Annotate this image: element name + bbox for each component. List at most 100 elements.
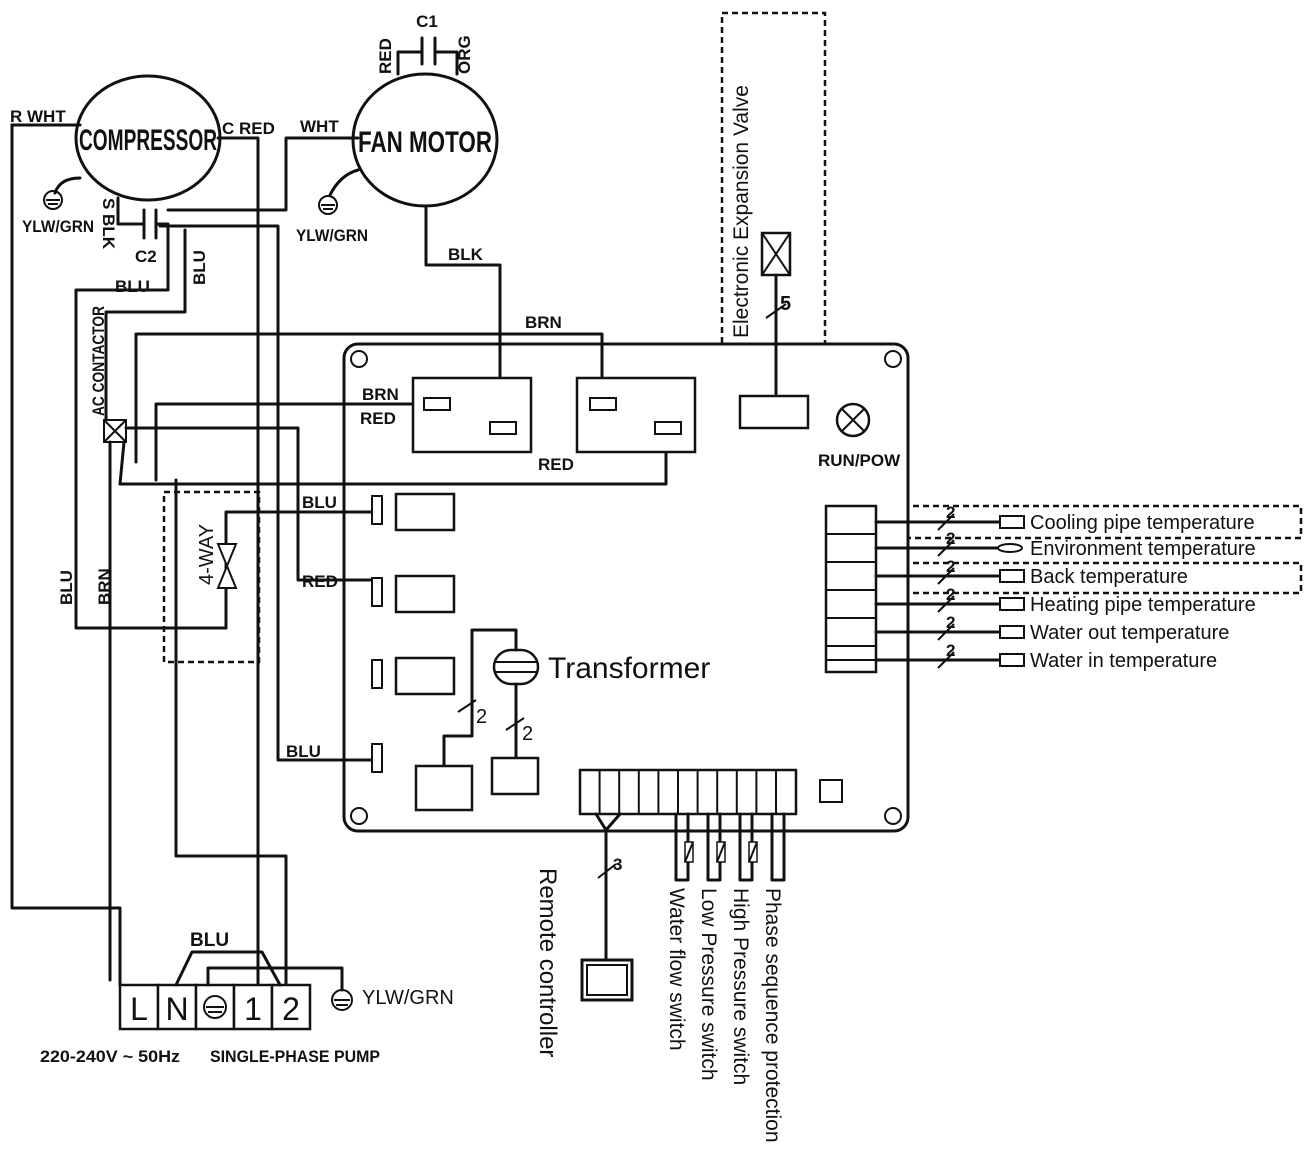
board-mount-hole <box>884 350 902 368</box>
terminal-2-label: 2 <box>282 991 300 1027</box>
brn-left-label: BRN <box>95 568 114 605</box>
ylw-grn-pump-label: YLW/GRN <box>362 987 454 1009</box>
blu-vert-label: BLU <box>190 250 209 285</box>
c-red-label: C RED <box>222 119 275 138</box>
pump-label: SINGLE-PHASE PUMP <box>210 1047 380 1066</box>
sensor-label: Environment temperature <box>1030 538 1256 560</box>
blu-relay4-label: BLU <box>286 742 321 761</box>
sensor-label: Back temperature <box>1030 566 1188 588</box>
ylw-grn-fan-label: YLW/GRN <box>296 226 368 245</box>
connector <box>423 397 451 411</box>
remote-label: Remote controller <box>534 868 561 1057</box>
ground-icon <box>203 995 227 1019</box>
board-mount-hole <box>350 807 368 825</box>
c1-label: C1 <box>416 12 438 31</box>
transformer-label: Transformer <box>548 652 710 685</box>
sensor-probe <box>999 515 1025 529</box>
s-blk-label: S BLK <box>99 198 118 250</box>
remote-controller <box>580 958 634 1002</box>
ground-compressor <box>43 176 82 210</box>
terminal-n-label: N <box>165 991 188 1027</box>
terminal-ground <box>194 983 236 1031</box>
brn-top-label: BRN <box>525 313 562 332</box>
run-pow-label: RUN/POW <box>818 451 901 470</box>
four-way-label: 4-WAY <box>196 524 218 585</box>
compressor-label: COMPRESSOR <box>79 124 217 157</box>
count-3: 3 <box>613 855 622 874</box>
connector <box>371 659 383 689</box>
secondary-connector <box>490 756 540 796</box>
board-small-part <box>819 779 843 803</box>
sensor-probe <box>999 569 1025 583</box>
board-mount-hole <box>350 350 368 368</box>
org-c1-label: ORG <box>455 35 474 74</box>
sensor-wire-count: 2 <box>946 641 955 660</box>
sensor-wire-count: 2 <box>946 613 955 632</box>
relay-3 <box>394 656 456 696</box>
relay-1 <box>394 492 456 532</box>
ground-fan-motor <box>318 168 360 215</box>
relay-module-right <box>575 376 697 454</box>
terminal-l-label: L <box>130 991 148 1027</box>
sensor-wire-count: 2 <box>946 529 955 548</box>
relay-2 <box>394 574 456 614</box>
sensor-probe <box>999 597 1025 611</box>
phase-seq-label: Phase sequence protection <box>761 888 784 1143</box>
sensor-wire-count: 2 <box>946 557 955 576</box>
relay-module-left <box>411 376 533 454</box>
connector <box>589 397 617 411</box>
connector <box>654 421 682 435</box>
sensor-label: Water in temperature <box>1030 650 1217 672</box>
blu-relay1-label: BLU <box>302 493 337 512</box>
ylw-grn-compressor-label: YLW/GRN <box>22 217 94 236</box>
connector <box>371 495 383 525</box>
eev-dashed-box <box>720 11 827 447</box>
wht-label: WHT <box>300 117 339 136</box>
terminal-2 <box>270 983 312 1031</box>
sensor-label: Water out temperature <box>1030 622 1229 644</box>
sensor-probe <box>999 625 1025 639</box>
count-2a: 2 <box>476 706 487 728</box>
count-2b: 2 <box>522 723 533 745</box>
brn-board-label: BRN <box>362 385 399 404</box>
red-c1-label: RED <box>376 38 395 74</box>
sensor-wire-count: 2 <box>946 503 955 522</box>
sensor-label: Cooling pipe temperature <box>1030 512 1255 534</box>
eev-connector <box>738 394 810 430</box>
connector <box>371 577 383 607</box>
ground-pump <box>331 989 353 1011</box>
sensor-wire-count: 2 <box>946 585 955 604</box>
main-control-board <box>342 342 910 833</box>
ac-contactor-label: AC CONTACTOR <box>89 306 108 416</box>
fan-motor-label: FAN MOTOR <box>358 126 492 159</box>
four-way-valve <box>216 543 238 569</box>
blu-top-label: BLU <box>115 277 150 296</box>
water-flow-label: Water flow switch <box>665 888 688 1051</box>
eev-label: Electronic Expansion Valve <box>730 85 753 338</box>
red-relay2-label: RED <box>302 572 338 591</box>
r-wht-label: R WHT <box>10 107 66 126</box>
blk-label: BLK <box>448 245 484 264</box>
blu-left-label: BLU <box>57 570 76 605</box>
connector <box>371 743 383 773</box>
power-label: 220-240V ~ 50Hz <box>40 1047 180 1066</box>
connector <box>489 421 517 435</box>
sensor-probe <box>999 653 1025 667</box>
transformer <box>492 648 540 686</box>
low-pressure-label: Low Pressure switch <box>697 888 720 1081</box>
count-5: 5 <box>780 293 791 315</box>
blu-bottom-label: BLU <box>190 930 229 951</box>
red-board-label: RED <box>360 409 396 428</box>
terminal-1 <box>232 983 274 1031</box>
switch-terminal-strip <box>578 768 798 816</box>
sensor-label: Heating pipe temperature <box>1030 594 1256 616</box>
red-mid-label: RED <box>538 455 574 474</box>
high-pressure-label: High Pressure switch <box>729 888 752 1085</box>
board-mount-hole <box>884 807 902 825</box>
terminal-1-label: 1 <box>244 991 262 1027</box>
c2-label: C2 <box>135 247 157 266</box>
sensor-probe <box>997 543 1023 553</box>
power-connector <box>414 764 474 812</box>
